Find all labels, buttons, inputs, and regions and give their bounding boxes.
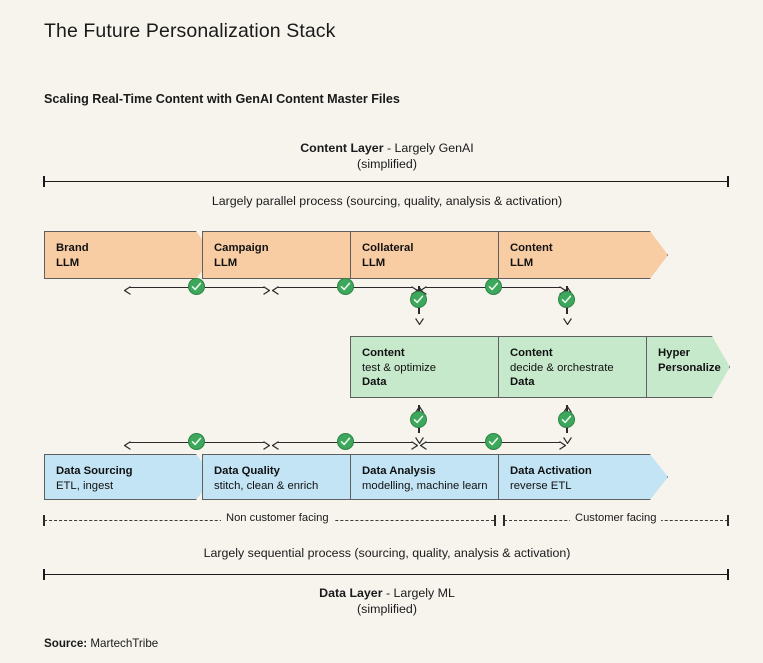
data-box-data-sourcing[interactable]: Data Sourcing ETL, ingest bbox=[44, 454, 214, 500]
data-box-data-sourcing-line2: ETL, ingest bbox=[56, 479, 114, 492]
content-box-brand-llm-line1: Brand bbox=[56, 242, 89, 254]
arrow-head-up bbox=[562, 400, 572, 413]
data-box-data-quality-line2: stitch, clean & enrich bbox=[214, 479, 319, 492]
middle-box-content-decide-orchestrate-line2: decide & orchestrate bbox=[510, 361, 614, 374]
middle-box-content-test-optimize-line2: test & optimize bbox=[362, 361, 437, 374]
arrow-head-left bbox=[123, 437, 131, 450]
content-box-brand-llm-line2: LLM bbox=[56, 256, 80, 269]
content-box-content-llm[interactable]: Content LLM bbox=[498, 231, 668, 279]
middle-box-hyper-personalize-line2: Personalize bbox=[658, 361, 721, 374]
content-box-brand-llm[interactable]: Brand LLM bbox=[44, 231, 214, 279]
source-label: Source: bbox=[44, 637, 88, 650]
data-box-data-sourcing-line1: Data Sourcing bbox=[56, 465, 133, 477]
arrow-head-down bbox=[562, 312, 572, 326]
check-circle-icon bbox=[558, 291, 575, 308]
content-box-campaign-llm-line1: Campaign bbox=[214, 242, 269, 254]
content-box-collateral-llm-line1: Collateral bbox=[362, 242, 414, 254]
check-circle-icon bbox=[410, 411, 427, 428]
non-customer-facing-label: Non customer facing bbox=[221, 512, 334, 524]
data-layer-caption-dash: - Largely ML bbox=[382, 586, 455, 600]
facing-cap-mid-right bbox=[503, 515, 505, 526]
middle-box-content-decide-orchestrate-line3: Data bbox=[510, 376, 535, 389]
content-layer-caption-strong: Content Layer bbox=[300, 141, 384, 155]
data-box-data-activation-line2: reverse ETL bbox=[510, 479, 572, 492]
content-layer-caption: Content Layer - Largely GenAI (simplifie… bbox=[44, 140, 730, 172]
content-box-campaign-llm-line2: LLM bbox=[214, 256, 238, 269]
content-box-campaign-llm[interactable]: Campaign LLM bbox=[202, 231, 372, 279]
data-layer-caption-strong: Data Layer bbox=[319, 586, 383, 600]
bracket-tick-right bbox=[727, 176, 729, 187]
check-circle-icon bbox=[558, 411, 575, 428]
data-box-data-analysis[interactable]: Data Analysis modelling, machine learn bbox=[350, 454, 520, 500]
arrow-head-down bbox=[414, 431, 424, 445]
customer-facing-label: Customer facing bbox=[570, 512, 662, 524]
source-value: MartechTribe bbox=[87, 637, 159, 650]
bracket-tick-left bbox=[43, 569, 45, 580]
bracket-line bbox=[43, 181, 729, 183]
arrow-head-right bbox=[263, 437, 271, 450]
arrow-head-left bbox=[419, 437, 427, 450]
content-box-content-llm-line2: LLM bbox=[510, 256, 534, 269]
content-box-content-llm-line1: Content bbox=[510, 242, 553, 254]
check-circle-icon bbox=[188, 433, 205, 450]
arrow-head-up bbox=[414, 400, 424, 413]
facing-cap-mid-left bbox=[494, 515, 496, 526]
data-layer-caption-sub: (simplified) bbox=[357, 602, 417, 616]
middle-box-content-test-optimize[interactable]: Content test & optimize Data bbox=[350, 336, 520, 398]
bracket-tick-right bbox=[727, 569, 729, 580]
page-subtitle: Scaling Real-Time Content with GenAI Con… bbox=[44, 92, 400, 106]
data-box-data-analysis-line2: modelling, machine learn bbox=[362, 479, 488, 492]
middle-box-hyper-personalize-line1: Hyper bbox=[658, 347, 691, 359]
arrow-head-right bbox=[411, 437, 419, 450]
arrow-head-down bbox=[562, 431, 572, 445]
data-layer-process-note: Largely sequential process (sourcing, qu… bbox=[203, 546, 571, 560]
content-layer-caption-dash: - Largely GenAI bbox=[383, 141, 474, 155]
bracket-line bbox=[43, 574, 729, 576]
customer-facing-row: Non customer facing Customer facing bbox=[43, 512, 729, 528]
arrow-head-left bbox=[271, 282, 279, 295]
arrow-head-right bbox=[559, 437, 567, 450]
check-circle-icon bbox=[410, 291, 427, 308]
content-box-collateral-llm-line2: LLM bbox=[362, 256, 386, 269]
arrow-head-up bbox=[414, 281, 424, 294]
data-box-data-quality[interactable]: Data Quality stitch, clean & enrich bbox=[202, 454, 372, 500]
content-box-collateral-llm[interactable]: Collateral LLM bbox=[350, 231, 520, 279]
check-circle-icon bbox=[485, 433, 502, 450]
check-circle-icon bbox=[188, 278, 205, 295]
content-layer-bracket bbox=[43, 176, 729, 187]
page-title: The Future Personalization Stack bbox=[44, 20, 336, 42]
middle-box-hyper-personalize[interactable]: Hyper Personalize bbox=[646, 336, 730, 398]
bracket-tick-left bbox=[43, 176, 45, 187]
arrow-head-left bbox=[271, 437, 279, 450]
middle-box-content-test-optimize-line1: Content bbox=[362, 347, 405, 359]
facing-cap-right bbox=[727, 515, 729, 526]
check-circle-icon bbox=[337, 433, 354, 450]
content-layer-process-note: Largely parallel process (sourcing, qual… bbox=[211, 194, 563, 208]
arrow-head-down bbox=[414, 312, 424, 326]
data-box-data-activation[interactable]: Data Activation reverse ETL bbox=[498, 454, 668, 500]
middle-box-content-decide-orchestrate[interactable]: Content decide & orchestrate Data bbox=[498, 336, 668, 398]
middle-box-content-test-optimize-line3: Data bbox=[362, 376, 387, 389]
facing-cap-left bbox=[43, 515, 45, 526]
middle-box-content-decide-orchestrate-line1: Content bbox=[510, 347, 553, 359]
data-box-data-activation-line1: Data Activation bbox=[510, 465, 592, 477]
arrow-head-up bbox=[562, 281, 572, 294]
data-layer-bracket bbox=[43, 569, 729, 580]
data-box-data-quality-line1: Data Quality bbox=[214, 465, 280, 477]
source-attribution: Source: MartechTribe bbox=[44, 637, 158, 650]
data-box-data-analysis-line1: Data Analysis bbox=[362, 465, 436, 477]
arrow-head-left bbox=[123, 282, 131, 295]
check-circle-icon bbox=[485, 278, 502, 295]
arrow-head-right bbox=[263, 282, 271, 295]
content-layer-caption-sub: (simplified) bbox=[357, 157, 417, 171]
data-layer-caption: Data Layer - Largely ML (simplified) bbox=[44, 585, 730, 617]
check-circle-icon bbox=[337, 278, 354, 295]
